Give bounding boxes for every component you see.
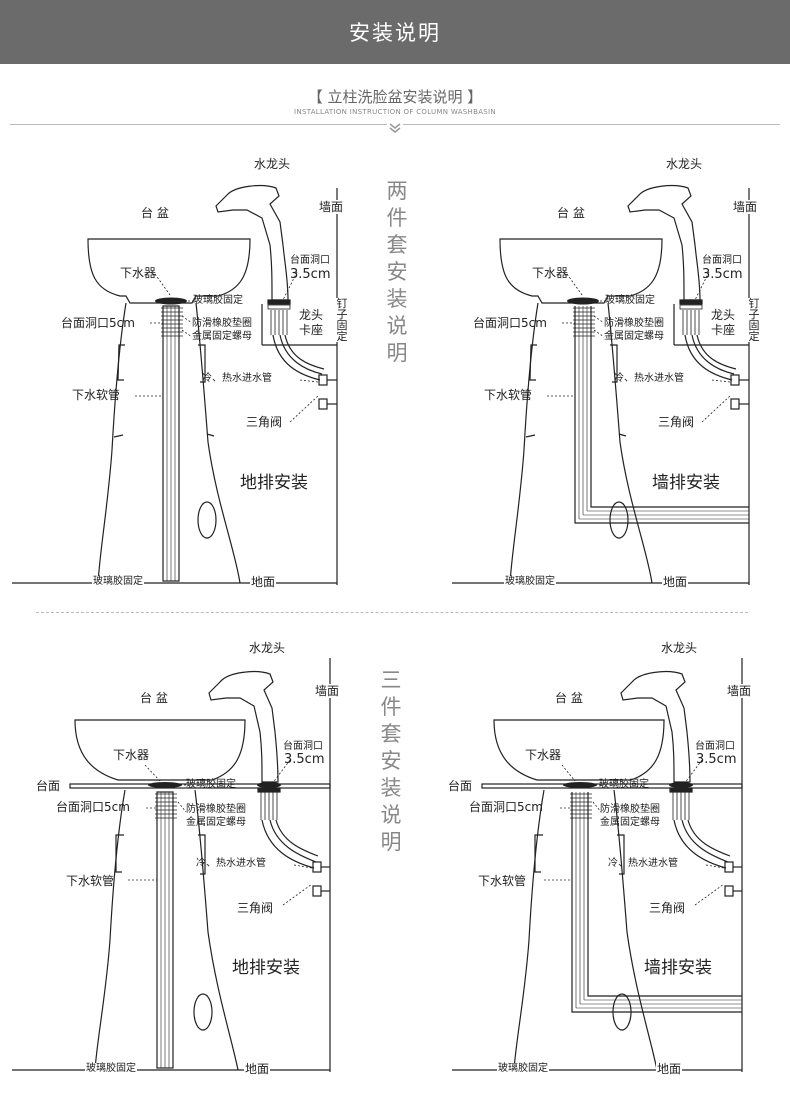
diagram-drawing <box>452 185 750 585</box>
section-divider <box>36 612 748 613</box>
label-drain-hose: 下水软管 <box>484 388 533 402</box>
label-glue-bottom: 玻璃胶固定 <box>497 1063 549 1075</box>
label-gasket: 防滑橡胶垫圈 <box>192 318 252 329</box>
label-nail: 钉子固定 <box>335 297 349 343</box>
label-glue-bottom: 玻璃胶固定 <box>92 576 144 588</box>
label-inlet: 冷、热水进水管 <box>202 373 272 384</box>
section-title-three-piece: 三件套安装说明 <box>380 668 402 854</box>
label-glue-fix: 玻璃胶固定 <box>599 779 649 790</box>
label-faucet-seat-2: 卡座 <box>711 323 736 337</box>
label-faucet: 水龙头 <box>666 157 703 171</box>
label-hole: 台面洞口 <box>702 255 742 266</box>
diagram-two-piece-floor-drain: 水龙头 台 盆 墙面 台面洞口 3.5cm 下水器 玻璃胶固定 台面洞口5cm … <box>0 150 392 620</box>
label-hole-size: 3.5cm <box>696 752 737 767</box>
label-faucet-seat-1: 龙头 <box>299 308 324 322</box>
label-wall: 墙面 <box>318 200 345 214</box>
label-glue-fix: 玻璃胶固定 <box>605 295 655 306</box>
label-glue-bottom: 玻璃胶固定 <box>85 1063 137 1075</box>
chevron-down-icon <box>387 122 403 134</box>
label-nut: 金属固定螺母 <box>186 817 246 828</box>
label-faucet-seat-2: 卡座 <box>299 323 324 337</box>
label-nut: 金属固定螺母 <box>600 817 660 828</box>
label-glue-fix: 玻璃胶固定 <box>186 779 236 790</box>
label-angle-valve: 三角阀 <box>658 415 695 429</box>
diagram-two-piece-wall-drain: 水龙头 台 盆 墙面 台面洞口 3.5cm 下水器 玻璃胶固定 台面洞口5cm … <box>412 150 790 620</box>
label-floor: 地面 <box>244 1062 271 1076</box>
diagram-drawing <box>452 658 743 1072</box>
label-install: 墙排安装 <box>644 958 712 978</box>
label-counter-hole: 台面洞口5cm <box>469 800 543 814</box>
label-basin: 台 盆 <box>140 691 168 705</box>
label-inlet: 冷、热水进水管 <box>196 858 266 869</box>
label-install: 地排安装 <box>240 473 308 493</box>
label-wall: 墙面 <box>726 684 753 698</box>
label-faucet-seat-1: 龙头 <box>711 308 736 322</box>
section-title-two-piece: 两件套安装说明 <box>386 179 408 365</box>
label-install: 地排安装 <box>232 958 300 978</box>
label-drain-hose: 下水软管 <box>72 388 121 402</box>
label-hole-size: 3.5cm <box>290 267 331 282</box>
label-basin: 台 盆 <box>555 691 583 705</box>
page-title: 安装说明 <box>349 21 441 45</box>
diagram-drawing <box>12 185 338 585</box>
label-hole: 台面洞口 <box>290 255 330 266</box>
label-nut: 金属固定螺母 <box>192 331 252 342</box>
label-hole-size: 3.5cm <box>284 752 325 767</box>
diagram-three-piece-floor-drain: 水龙头 台 盆 墙面 台面洞口 3.5cm 台面 下水器 玻璃胶固定 台面洞口5… <box>0 640 392 1110</box>
label-drain: 下水器 <box>113 748 150 762</box>
label-drain: 下水器 <box>532 266 569 280</box>
label-glue-bottom: 玻璃胶固定 <box>504 576 556 588</box>
label-counter-hole: 台面洞口5cm <box>473 316 547 330</box>
label-drain-hose: 下水软管 <box>66 874 115 888</box>
label-nail: 钉子固定 <box>747 297 761 343</box>
label-gasket: 防滑橡胶垫圈 <box>604 318 664 329</box>
label-basin: 台 盆 <box>141 206 169 220</box>
label-floor: 地面 <box>656 1062 683 1076</box>
label-faucet: 水龙头 <box>661 641 698 655</box>
label-faucet: 水龙头 <box>254 157 291 171</box>
label-hole: 台面洞口 <box>283 741 323 752</box>
label-wall: 墙面 <box>314 684 341 698</box>
subtitle-cn: 【 立柱洗脸盆安装说明 】 <box>307 88 483 106</box>
label-counter: 台面 <box>448 779 473 793</box>
label-nut: 金属固定螺母 <box>604 331 664 342</box>
label-drain: 下水器 <box>120 266 157 280</box>
label-glue-fix: 玻璃胶固定 <box>193 295 243 306</box>
label-floor: 地面 <box>250 575 277 589</box>
subtitle-en: INSTALLATION INSTRUCTION OF COLUMN WASHB… <box>294 108 496 116</box>
label-angle-valve: 三角阀 <box>237 901 274 915</box>
label-drain: 下水器 <box>525 748 562 762</box>
label-counter-hole: 台面洞口5cm <box>61 316 135 330</box>
diagram-three-piece-wall-drain: 水龙头 台 盆 墙面 台面洞口 3.5cm 台面 下水器 玻璃胶固定 台面洞口5… <box>412 640 790 1110</box>
label-hole: 台面洞口 <box>695 741 735 752</box>
label-wall: 墙面 <box>732 200 759 214</box>
label-faucet: 水龙头 <box>249 641 286 655</box>
label-inlet: 冷、热水进水管 <box>614 373 684 384</box>
label-hole-size: 3.5cm <box>702 267 743 282</box>
label-floor: 地面 <box>662 575 689 589</box>
label-gasket: 防滑橡胶垫圈 <box>600 804 660 815</box>
diagram-drawing <box>12 658 331 1072</box>
label-install: 墙排安装 <box>652 473 720 493</box>
label-inlet: 冷、热水进水管 <box>608 858 678 869</box>
label-angle-valve: 三角阀 <box>649 901 686 915</box>
label-gasket: 防滑橡胶垫圈 <box>186 804 246 815</box>
label-counter-hole: 台面洞口5cm <box>56 800 130 814</box>
label-counter: 台面 <box>36 779 61 793</box>
label-drain-hose: 下水软管 <box>478 874 527 888</box>
label-angle-valve: 三角阀 <box>246 415 283 429</box>
header-bar: 安装说明 <box>0 0 790 64</box>
label-basin: 台 盆 <box>557 206 585 220</box>
